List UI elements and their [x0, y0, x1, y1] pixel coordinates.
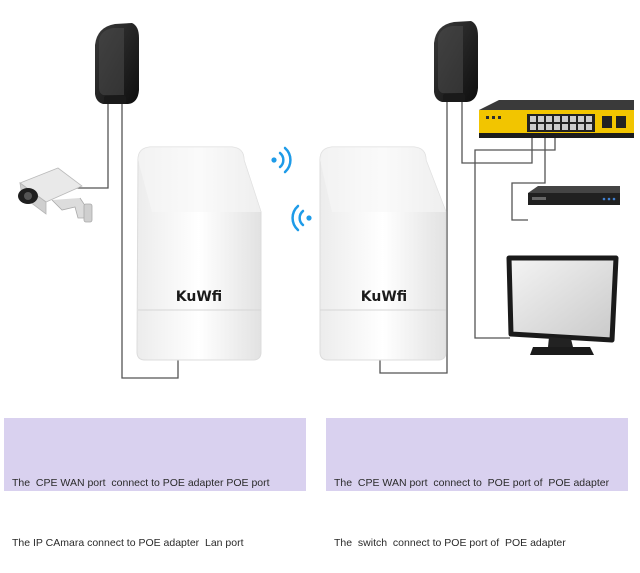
poe-adapter-left — [95, 23, 139, 104]
network-diagram: KuWfi KuWfi — [18, 21, 634, 379]
cables — [72, 100, 556, 379]
caption-right-line-1: The CPE WAN port connect to POE port of … — [334, 477, 610, 489]
cable-adapter-left-camera — [72, 103, 109, 189]
ip-camera — [18, 167, 93, 223]
cpe-right: KuWfi — [319, 146, 447, 361]
caption-left-line-1: The CPE WAN port connect to POE adapter … — [12, 477, 270, 489]
caption-right-panel: The CPE WAN port connect to POE port of … — [326, 418, 628, 549]
monitor — [506, 255, 619, 355]
poe-switch — [479, 100, 634, 138]
cable-switch-nvr — [511, 138, 546, 221]
nvr-recorder — [528, 186, 620, 205]
poe-adapter-right — [434, 21, 478, 102]
wifi-signal-left-icon — [291, 204, 312, 232]
cable-switch-monitor — [474, 138, 556, 339]
caption-right-line-2: The switch connect to POE port of POE ad… — [334, 537, 566, 549]
cpe-left: KuWfi — [136, 146, 262, 361]
wifi-signal-right-icon — [271, 146, 292, 174]
caption-left-panel: The CPE WAN port connect to POE adapter … — [4, 418, 306, 549]
caption-left-line-2: The IP CAmara connect to POE adapter Lan… — [12, 537, 244, 549]
cpe-right-brand: KuWfi — [361, 289, 407, 305]
cable-adapter-right-cpe — [379, 100, 448, 374]
cpe-left-brand: KuWfi — [176, 289, 222, 305]
cable-adapter-left-cpe — [121, 103, 179, 379]
